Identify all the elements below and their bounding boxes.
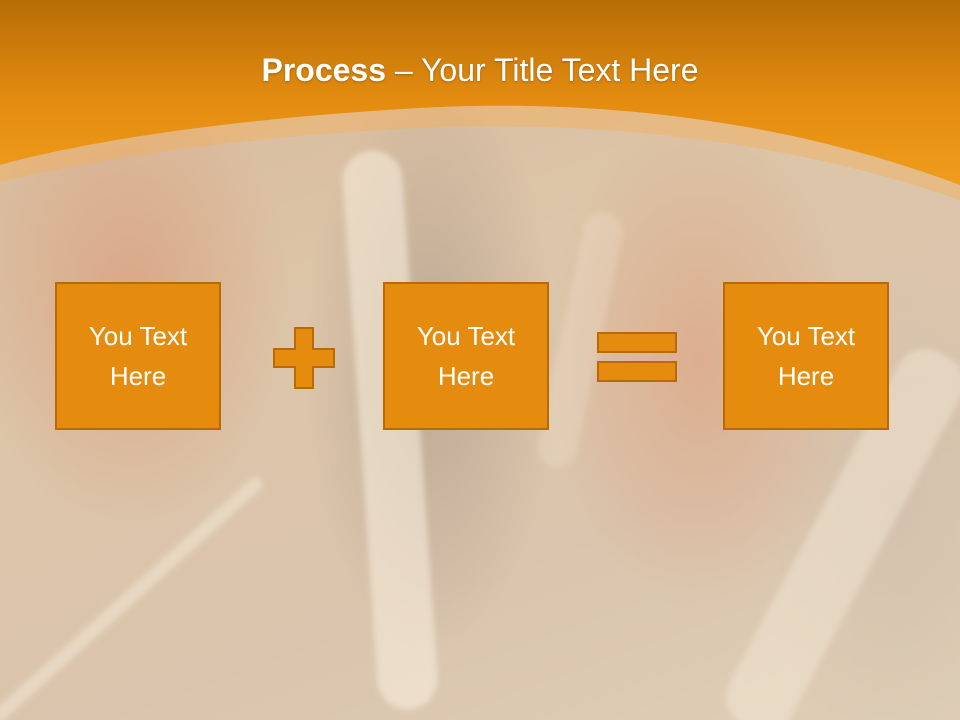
- slide-title-rest: – Your Title Text Here: [386, 52, 699, 88]
- slide-title-bold: Process: [261, 52, 387, 88]
- header-band: [0, 0, 960, 200]
- plus-icon: [273, 327, 335, 393]
- process-box-2-line1: You Text: [416, 321, 516, 351]
- process-box-3-line2: Here: [777, 361, 835, 391]
- equals-icon: [597, 332, 677, 388]
- process-box-2-line2: Here: [437, 361, 495, 391]
- slide-title: Process – Your Title Text Here: [0, 52, 960, 89]
- process-box-1-line1: You Text: [88, 321, 188, 351]
- process-box-1-line2: Here: [109, 361, 167, 391]
- process-box-3-line1: You Text: [756, 321, 856, 351]
- process-box-2[interactable]: You Text Here: [383, 282, 549, 430]
- process-box-1[interactable]: You Text Here: [55, 282, 221, 430]
- process-box-3[interactable]: You Text Here: [723, 282, 889, 430]
